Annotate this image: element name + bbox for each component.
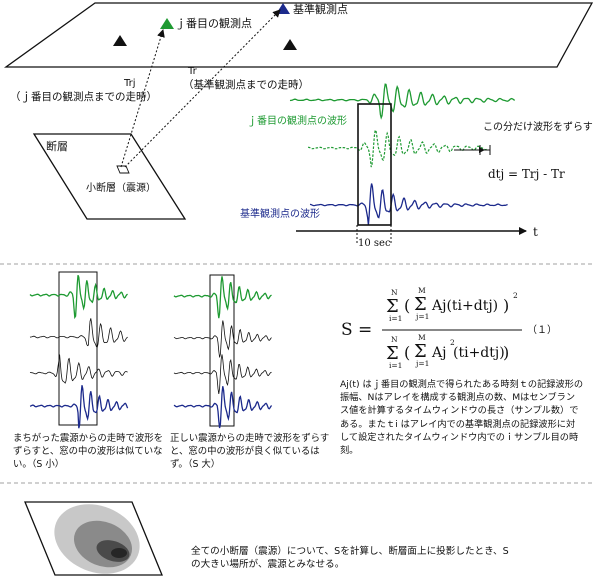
window-length-label: 10 sec <box>358 238 391 249</box>
reference-waveform <box>309 183 508 226</box>
wrong-source-waveforms <box>29 271 129 429</box>
sum-upper-N: N <box>391 288 398 297</box>
equation-number: （１） <box>527 324 557 336</box>
denominator-amplitude: Aj <box>431 345 446 361</box>
paren-left: ( <box>404 296 410 315</box>
exponent-2: 2 <box>513 291 518 300</box>
tr-label: Tr <box>187 66 198 77</box>
wrong-source-caption: まちがった震源からの走時で波形をずらすと、窓の中の波形は似ていない。（S 小） <box>13 433 164 470</box>
right-source-caption: 正しい震源からの走時で波形をずらすと、窓の中の波形が良く似ているはず。（S 大） <box>170 433 330 470</box>
bottom-caption: 全ての小断層（震源）について、Sを計算し、断層面上に投影したとき、Sの大きい場所… <box>191 546 509 570</box>
fault-label: 断層 <box>46 139 68 153</box>
time-window <box>357 103 392 226</box>
paren-right: ) <box>503 343 509 362</box>
sum-lower-j: j=1 <box>415 312 429 321</box>
time-axis-label: t <box>533 225 538 239</box>
sum-symbol: Σ <box>414 294 427 315</box>
aligned-waveform <box>173 320 272 358</box>
subfault-square <box>116 165 130 174</box>
sum-lower-i: i=1 <box>389 361 402 370</box>
sum-upper-M: M <box>418 286 426 295</box>
aligned-waveform-blue <box>29 385 129 429</box>
reference-station-label: 基準観測点 <box>293 2 348 16</box>
fault-plane <box>32 133 187 220</box>
station-j-waveform <box>289 83 516 120</box>
shift-formula: dtj = Trj - Tr <box>488 167 565 181</box>
ray-path-tr <box>124 9 281 168</box>
aligned-waveform-green <box>29 274 128 320</box>
shifted-station-j-waveform <box>308 129 488 168</box>
station-triangle <box>113 35 127 46</box>
formula-explanation: Aj(t) はｊ番目の観測点で得られたある時刻ｔの記録波形の振幅、Nはアレイを構… <box>340 379 584 457</box>
sum-symbol: Σ <box>386 296 399 317</box>
paren-left: ( <box>404 343 410 362</box>
sum-lower-i: i=1 <box>389 314 402 323</box>
aligned-waveform <box>173 354 272 394</box>
wave-ref-label: 基準観測点の波形 <box>240 207 320 220</box>
station-j-triangle <box>160 18 174 29</box>
semblance-peak <box>111 548 127 558</box>
formula-lhs: S = <box>341 320 372 340</box>
exponent-2: 2 <box>450 338 455 347</box>
station-triangle <box>283 39 297 50</box>
time-window <box>209 274 235 427</box>
aligned-waveform <box>29 318 128 349</box>
denominator-argument: (ti+dtj) <box>453 345 505 361</box>
trj-description: （ｊ番目の観測点までの走時） <box>10 90 157 103</box>
sum-upper-N: N <box>391 335 398 344</box>
subfault-label: 小断層（震源） <box>86 181 156 194</box>
tr-description: （基準観測点までの走時） <box>183 78 309 91</box>
aligned-waveform-blue <box>173 386 273 429</box>
station-j-label: ｊ番目の観測点 <box>175 16 252 30</box>
right-source-waveforms <box>173 274 273 429</box>
wave-j-label: ｊ番目の観測点の波形 <box>247 114 347 127</box>
semblance-map <box>24 501 163 576</box>
sum-upper-M: M <box>418 333 426 342</box>
aligned-waveform <box>29 354 128 384</box>
paren-right: ) <box>503 296 509 315</box>
sum-lower-j: j=1 <box>415 359 429 368</box>
trj-label: Trj <box>123 78 136 89</box>
numerator-term: Aj(ti+dtj) <box>431 298 498 314</box>
sum-symbol: Σ <box>414 341 427 362</box>
aligned-waveform-green <box>173 276 272 319</box>
shift-note: この分だけ波形をずらす <box>483 120 593 133</box>
observation-array-plane <box>3 2 593 68</box>
sum-symbol: Σ <box>386 343 399 364</box>
semblance-formula: S = N Σ i=1 ( M Σ j=1 Aj(ti+dtj) ) 2 N Σ… <box>341 286 557 370</box>
